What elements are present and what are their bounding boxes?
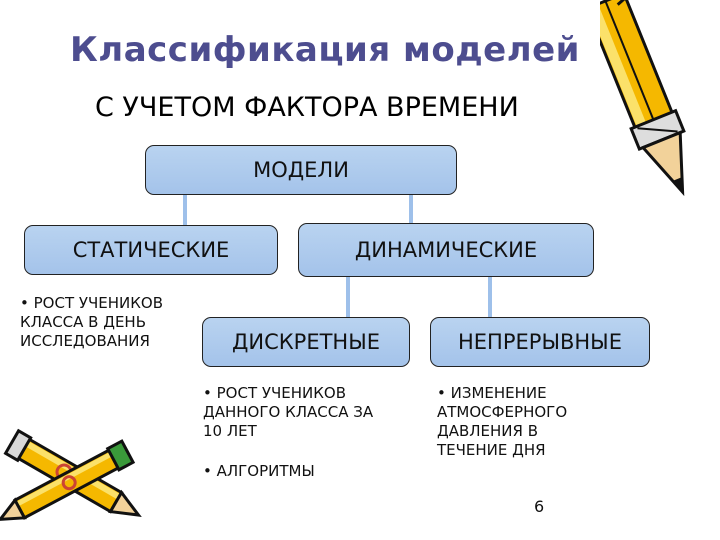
box-static: СТАТИЧЕСКИЕ <box>24 225 278 275</box>
slide-subtitle: С УЧЕТОМ ФАКТОРА ВРЕМЕНИ <box>95 92 519 123</box>
connector-root-dynamic <box>409 195 413 223</box>
box-dynamic: ДИНАМИЧЕСКИЕ <box>298 223 594 277</box>
slide-title: Классификация моделей <box>70 30 580 70</box>
connector-dynamic-continuous <box>488 275 492 319</box>
box-discrete-label: ДИСКРЕТНЫЕ <box>231 330 381 354</box>
page-number: 6 <box>534 497 545 516</box>
box-discrete: ДИСКРЕТНЫЕ <box>202 317 410 367</box>
note-continuous: • ИЗМЕНЕНИЕ АТМОСФЕРНОГО ДАВЛЕНИЯ В ТЕЧЕ… <box>437 384 568 459</box>
note-static: • РОСТ УЧЕНИКОВ КЛАССА В ДЕНЬ ИССЛЕДОВАН… <box>20 294 164 350</box>
box-models: МОДЕЛИ <box>145 145 457 195</box>
pencil-icon <box>600 0 686 197</box>
box-continuous-label: НЕПРЕРЫВНЫЕ <box>458 330 622 354</box>
box-static-label: СТАТИЧЕСКИЕ <box>72 238 230 262</box>
box-continuous: НЕПРЕРЫВНЫЕ <box>430 317 650 367</box>
box-dynamic-label: ДИНАМИЧЕСКИЕ <box>354 238 538 262</box>
note-discrete-height: • РОСТ УЧЕНИКОВ ДАННОГО КЛАССА ЗА 10 ЛЕТ <box>203 384 374 440</box>
connector-dynamic-discrete <box>346 275 350 319</box>
crossed-pencils-icon <box>0 428 142 522</box>
note-discrete-algorithms: • АЛГОРИТМЫ <box>203 462 315 480</box>
connector-root-static <box>183 195 187 227</box>
box-models-label: МОДЕЛИ <box>253 158 349 182</box>
